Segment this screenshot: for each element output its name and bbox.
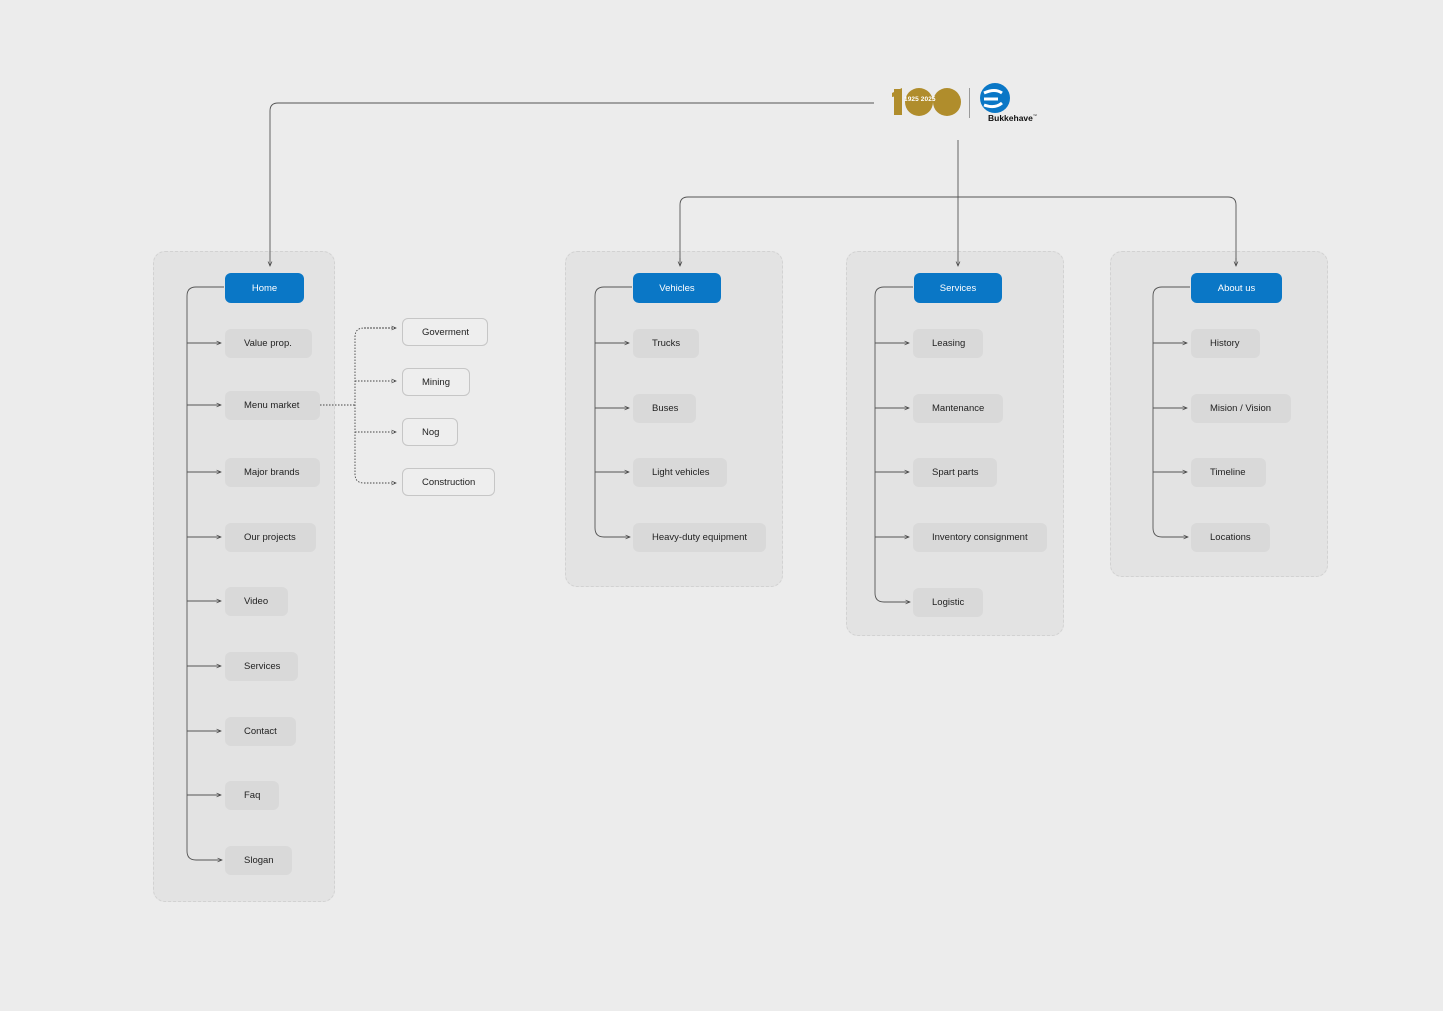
- anniversary-100-icon: [892, 88, 961, 116]
- home-item-faq[interactable]: Faq: [225, 781, 279, 810]
- vehicles-item-buses[interactable]: Buses: [633, 394, 696, 423]
- services-item-leasing[interactable]: Leasing: [913, 329, 983, 358]
- home-item-video[interactable]: Video: [225, 587, 288, 616]
- vehicles-item-heavy-duty-equipment[interactable]: Heavy-duty equipment: [633, 523, 766, 552]
- home-item-services[interactable]: Services: [225, 652, 298, 681]
- vehicles-item-light-vehicles[interactable]: Light vehicles: [633, 458, 727, 487]
- services-item-mantenance[interactable]: Mantenance: [913, 394, 1003, 423]
- about-us-node[interactable]: About us: [1191, 273, 1282, 303]
- services-node[interactable]: Services: [914, 273, 1002, 303]
- services-item-logistic[interactable]: Logistic: [913, 588, 983, 617]
- about-item-timeline[interactable]: Timeline: [1191, 458, 1266, 487]
- about-item-mision-vision[interactable]: Mision / Vision: [1191, 394, 1291, 423]
- services-item-spart-parts[interactable]: Spart parts: [913, 458, 997, 487]
- home-item-our-projects[interactable]: Our projects: [225, 523, 316, 552]
- home-node[interactable]: Home: [225, 273, 304, 303]
- vehicles-item-trucks[interactable]: Trucks: [633, 329, 699, 358]
- home-item-value-prop[interactable]: Value prop.: [225, 329, 312, 358]
- home-item-slogan[interactable]: Slogan: [225, 846, 292, 875]
- vehicles-node[interactable]: Vehicles: [633, 273, 721, 303]
- home-item-menu-market[interactable]: Menu market: [225, 391, 320, 420]
- bukkehave-100-logo: 1925 2025 Bukkehave™: [889, 80, 1049, 128]
- menu-market-item-construction[interactable]: Construction: [402, 468, 495, 496]
- about-item-history[interactable]: History: [1191, 329, 1260, 358]
- brand-name: Bukkehave: [988, 113, 1033, 123]
- services-item-inventory-consignment[interactable]: Inventory consignment: [913, 523, 1047, 552]
- bukkehave-emblem-icon: [980, 83, 1010, 113]
- about-item-locations[interactable]: Locations: [1191, 523, 1270, 552]
- menu-market-item-nog[interactable]: Nog: [402, 418, 458, 446]
- logo-divider: [969, 88, 970, 118]
- menu-market-item-goverment[interactable]: Goverment: [402, 318, 488, 346]
- home-item-contact[interactable]: Contact: [225, 717, 296, 746]
- anniversary-years: 1925 2025: [904, 96, 936, 103]
- services-group: [846, 251, 1064, 636]
- bukkehave-wordmark: Bukkehave™: [988, 113, 1037, 123]
- menu-market-item-mining[interactable]: Mining: [402, 368, 470, 396]
- home-item-major-brands[interactable]: Major brands: [225, 458, 320, 487]
- trademark: ™: [1032, 113, 1037, 119]
